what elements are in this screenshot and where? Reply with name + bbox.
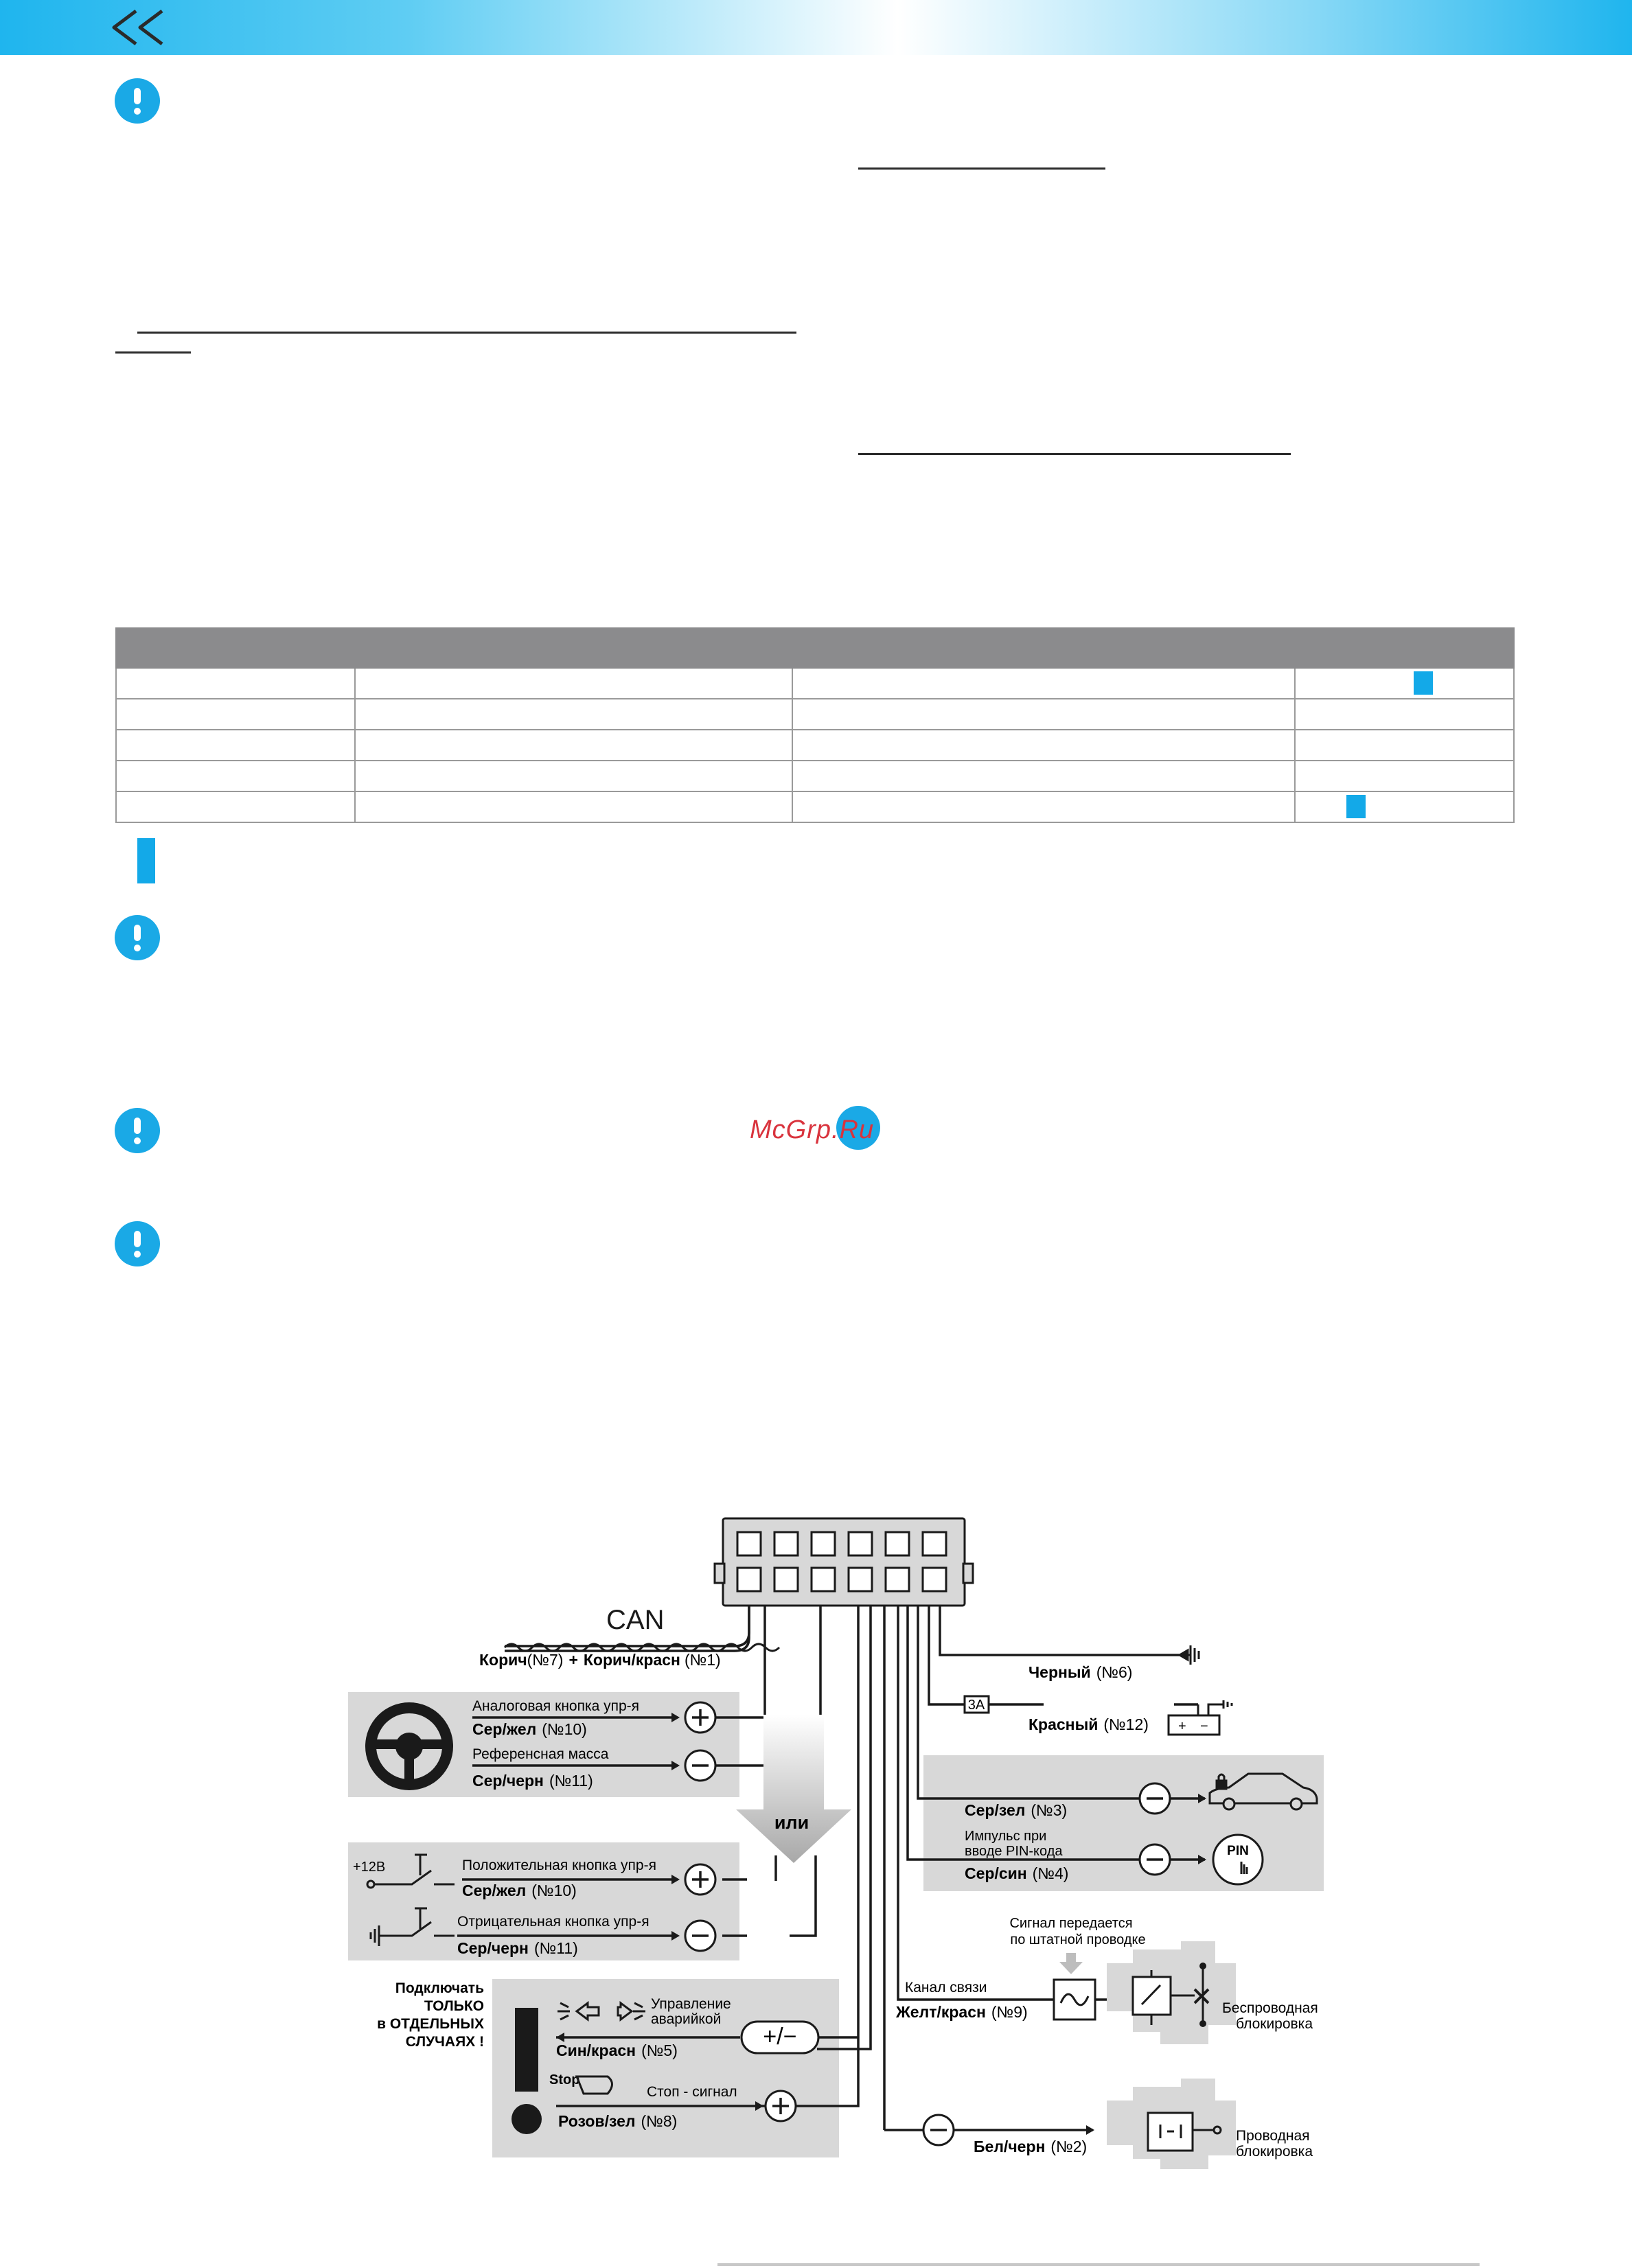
battery-icon: + − xyxy=(1167,1700,1233,1736)
pin-title-1: Импульс при xyxy=(965,1829,1046,1844)
link-title: Канал связи xyxy=(905,1980,987,1995)
ref-title: Референсная масса xyxy=(472,1746,609,1762)
can-wire-label: Корич(№7)+Корич/красн(№1) xyxy=(479,1651,721,1669)
link-wire: Желт/красн(№9) xyxy=(895,2003,1028,2021)
hazard-title-1: Управление xyxy=(651,1996,731,2012)
positive-switch-icon xyxy=(366,1853,455,1889)
stop-wire: Розов/зел(№8) xyxy=(558,2112,677,2130)
grey-green-wire: Сер/зел(№3) xyxy=(965,1801,1067,1819)
positive-wire: Сер/жел(№10) xyxy=(462,1882,577,1899)
minus-terminal-icon xyxy=(684,1919,717,1952)
minus-terminal-icon xyxy=(1138,1843,1171,1876)
footer-rule xyxy=(717,2263,1480,2266)
car-lock-icon xyxy=(1208,1772,1318,1811)
hazard-wire: Син/красн(№5) xyxy=(556,2041,678,2059)
or-arrow-icon xyxy=(736,1715,851,1863)
warning-icon xyxy=(115,78,160,124)
negative-switch-icon xyxy=(369,1907,455,1946)
negative-title: Отрицательная кнопка упр-я xyxy=(457,1914,650,1930)
warning-dot-icon xyxy=(836,1106,880,1150)
red-wire: Красный(№12) xyxy=(1028,1715,1149,1733)
table-row xyxy=(115,729,1515,761)
analog-wire: Сер/жел(№10) xyxy=(472,1720,587,1738)
engine-icon xyxy=(1107,1941,1236,2044)
panel-buttons xyxy=(348,1842,739,1960)
analog-title: Аналоговая кнопка упр-я xyxy=(472,1698,639,1714)
ground-icon xyxy=(1177,1645,1200,1665)
or-label: или xyxy=(774,1812,809,1833)
fuse-label: 3А xyxy=(968,1698,985,1713)
wired-wire: Бел/черн(№2) xyxy=(974,2138,1087,2155)
heading-underline xyxy=(858,453,1291,455)
section-mark xyxy=(137,838,155,883)
wires xyxy=(505,1606,1198,2131)
pin-title-2: вводе PIN-кода xyxy=(965,1844,1063,1859)
plus-terminal-icon xyxy=(684,1701,717,1734)
ref-wire: Сер/черн(№11) xyxy=(472,1772,593,1790)
wired-title-1: Проводная xyxy=(1236,2128,1310,2144)
spec-table xyxy=(115,627,1515,823)
special-note: Подключать ТОЛЬКО в ОТДЕЛЬНЫХ СЛУЧАЯХ ! xyxy=(377,1980,484,2050)
svg-text:ТОЛЬКО: ТОЛЬКО xyxy=(424,1998,484,2014)
top-banner xyxy=(0,0,1632,55)
warning-icon xyxy=(115,915,160,960)
table-row xyxy=(115,760,1515,792)
down-arrow-icon xyxy=(1059,1953,1083,1974)
negative-wire: Сер/черн(№11) xyxy=(457,1939,578,1957)
mark-icon xyxy=(1414,671,1433,695)
exclamation-bar-icon xyxy=(515,2008,538,2092)
signal-title-1: Сигнал передается xyxy=(1009,1916,1132,1931)
watermark: McGrp.Ru xyxy=(750,1115,875,1144)
warning-icon xyxy=(115,1108,160,1153)
positive-title: Положительная кнопка упр-я xyxy=(462,1858,656,1873)
warning-icon xyxy=(115,1221,160,1266)
wireless-title-1: Беспроводная xyxy=(1222,2000,1318,2016)
pin-button-icon: PIN xyxy=(1212,1833,1264,1886)
back-double-chevron-icon[interactable] xyxy=(108,7,168,48)
stop-lamp-icon xyxy=(575,2075,613,2095)
fuse-icon xyxy=(963,1695,990,1714)
minus-terminal-icon xyxy=(1138,1782,1171,1815)
pin-wire: Сер/син(№4) xyxy=(965,1864,1068,1882)
svg-text:PIN: PIN xyxy=(1227,1844,1249,1858)
svg-text:СЛУЧАЯХ !: СЛУЧАЯХ ! xyxy=(406,2034,484,2050)
steering-wheel-icon xyxy=(365,1702,453,1790)
stop-icon-text: Stop xyxy=(549,2072,579,2087)
modulator-icon xyxy=(1053,1978,1096,2021)
engine-icon xyxy=(1107,2079,1236,2169)
wireless-title-2: блокировка xyxy=(1236,2016,1313,2032)
hazard-title-2: аварийкой xyxy=(651,2011,721,2027)
table-row xyxy=(115,698,1515,730)
wired-title-2: блокировка xyxy=(1236,2144,1313,2160)
can-twisted-pair xyxy=(503,1643,781,1652)
svg-text:Подключать: Подключать xyxy=(395,1980,484,1996)
svg-text:в ОТДЕЛЬНЫХ: в ОТДЕЛЬНЫХ xyxy=(377,2016,484,2032)
heading-underline xyxy=(115,351,191,354)
minus-terminal-icon xyxy=(922,2114,955,2146)
hazard-lights-icon xyxy=(558,2001,645,2022)
connector xyxy=(713,1517,974,1607)
mark-icon xyxy=(1346,795,1366,818)
exclamation-dot-icon xyxy=(512,2104,542,2134)
svg-text:−: − xyxy=(1200,1719,1208,1734)
can-label: CAN xyxy=(606,1605,664,1635)
heading-underline xyxy=(137,332,796,334)
plus-terminal-icon xyxy=(684,1863,717,1896)
minus-terminal-icon xyxy=(684,1749,717,1782)
plus-terminal-icon xyxy=(764,2090,797,2122)
stop-title: Стоп - сигнал xyxy=(647,2084,737,2100)
table-row xyxy=(115,667,1515,699)
black-wire: Черный(№6) xyxy=(1028,1663,1132,1681)
table-row xyxy=(115,791,1515,823)
heading-underline xyxy=(858,167,1105,170)
plus-minus-symbol: +/− xyxy=(763,2024,796,2050)
supply-label: +12В xyxy=(353,1860,385,1875)
panel-special xyxy=(492,1979,839,2157)
table-header-row xyxy=(115,627,1515,669)
svg-text:+: + xyxy=(1178,1719,1186,1734)
signal-title-2: по штатной проводке xyxy=(1010,1932,1145,1947)
